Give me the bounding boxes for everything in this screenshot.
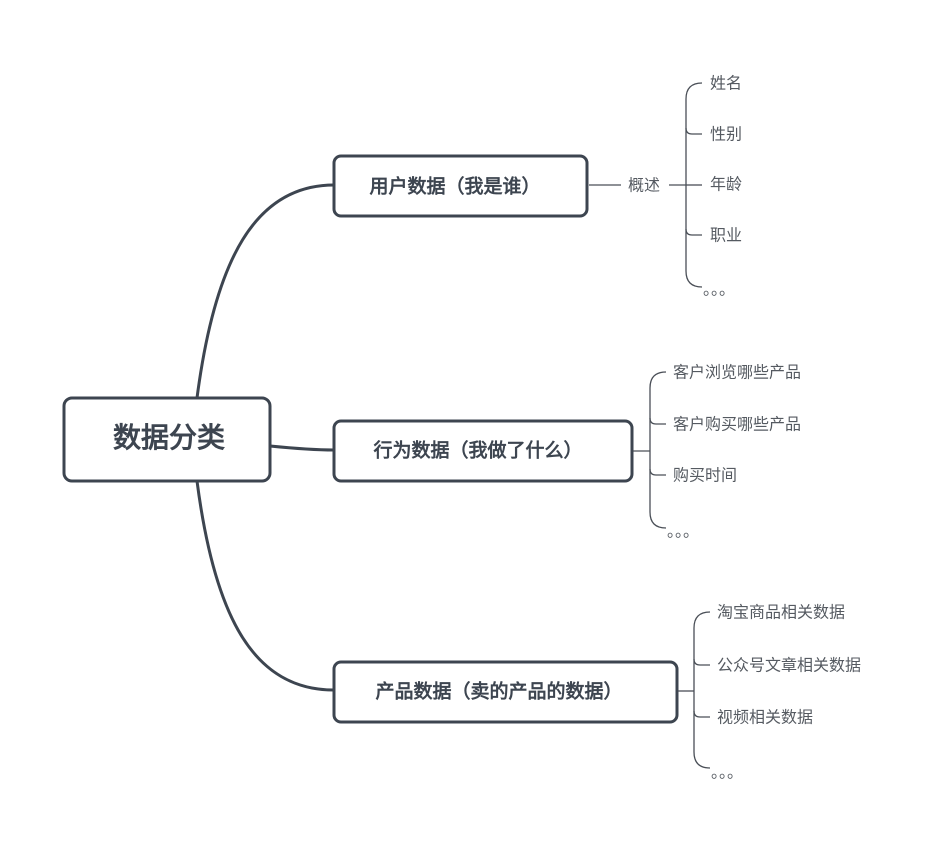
category-box-user-data <box>332 154 589 218</box>
leaf-item: 性别 <box>710 125 742 144</box>
tick-behavior-item-3 <box>649 468 666 476</box>
leaf-item: 姓名 <box>710 74 742 93</box>
tick-user-item-2 <box>685 127 702 135</box>
category-label-product-data: 产品数据（卖的产品的数据） <box>375 680 622 703</box>
leaf-item: 年龄 <box>710 175 742 194</box>
leaf-item: 公众号文章相关数据 <box>717 656 861 675</box>
leaf-item-ellipsis: 。。。 <box>711 763 743 782</box>
root-node[interactable]: 数据分类 <box>62 396 272 483</box>
leaf-item: 职业 <box>710 226 742 245</box>
category-box-product-data <box>332 660 679 724</box>
branch-line-user-data <box>195 183 336 400</box>
leaf-item-ellipsis: 。。。 <box>667 522 699 541</box>
leaf-item-ellipsis: 。。。 <box>703 280 735 299</box>
branch-line-product-data <box>195 479 336 692</box>
category-node-user-data[interactable]: 用户数据（我是谁） <box>332 154 589 218</box>
bracket-product-data <box>693 611 711 769</box>
tick-behavior-item-2 <box>649 417 666 425</box>
leaf-item: 淘宝商品相关数据 <box>717 603 845 622</box>
leaf-item: 客户浏览哪些产品 <box>673 363 801 382</box>
category-node-behavior-data[interactable]: 行为数据（我做了什么） <box>332 419 634 483</box>
bracket-behavior-data <box>649 371 667 529</box>
leaf-item: 购买时间 <box>673 466 737 485</box>
tick-user-item-4 <box>685 228 702 236</box>
summary-node-label: 概述 <box>628 176 660 195</box>
category-label-behavior-data: 行为数据（我做了什么） <box>372 439 582 462</box>
leaf-item: 客户购买哪些产品 <box>673 415 801 434</box>
tick-product-item-3 <box>693 710 710 718</box>
root-node-box <box>62 396 272 483</box>
branch-line-behavior-data <box>268 444 336 452</box>
tick-product-item-2 <box>693 658 710 666</box>
leaf-item: 视频相关数据 <box>717 708 813 727</box>
category-box-behavior-data <box>332 419 634 483</box>
root-node-label: 数据分类 <box>113 421 225 454</box>
category-node-product-data[interactable]: 产品数据（卖的产品的数据） <box>332 660 679 724</box>
category-label-user-data: 用户数据（我是谁） <box>369 175 540 198</box>
